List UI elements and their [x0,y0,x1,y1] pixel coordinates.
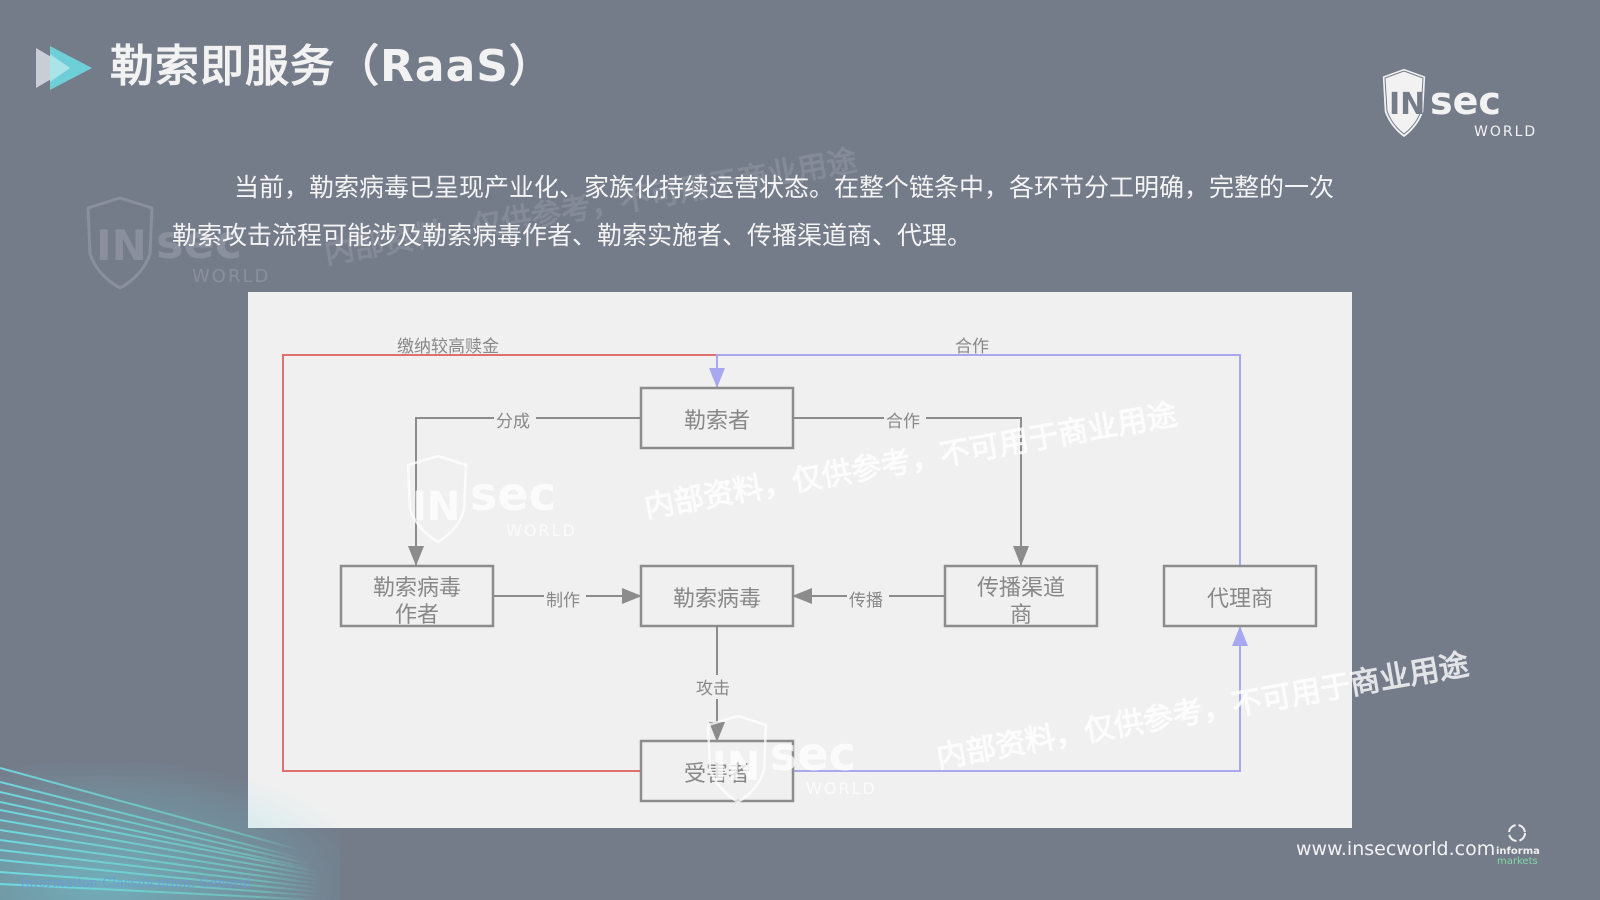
svg-text:勒索病毒: 勒索病毒 [373,576,461,601]
watermark-logo: IN sec WORLD [86,196,270,290]
paragraph-line-2: 勒索攻击流程可能涉及勒索病毒作者、勒索实施者、传播渠道商、代理。 [172,221,973,250]
paragraph-line-1: 当前，勒索病毒已呈现产业化、家族化持续运营状态。在整个链条中，各环节分工明确，完… [234,173,1335,202]
svg-text:IN: IN [96,221,147,270]
label-attack: 攻击 [696,679,730,699]
label-make: 制作 [546,591,580,611]
play-arrow-icon [36,46,92,90]
svg-text:sec: sec [470,467,556,521]
svg-text:传播渠道: 传播渠道 [977,576,1065,601]
node-agent: 代理商 [1162,564,1318,628]
svg-text:WORLD: WORLD [192,266,270,287]
diagram-canvas [248,292,1352,828]
svg-text:WORLD: WORLD [1474,124,1537,140]
label-share: 分成 [496,412,530,432]
label-pay-ransom: 缴纳较高赎金 [397,337,499,357]
node-distribution-channel: 传播渠道 商 [943,564,1099,628]
edge-cooperate-top [709,354,1241,565]
insec-world-logo: IN sec WORLD [1381,67,1537,140]
svg-text:商: 商 [1010,603,1032,628]
svg-text:WORLD: WORLD [506,521,577,540]
svg-text:sec: sec [1430,79,1501,123]
svg-text:作者: 作者 [395,603,439,628]
classification-label: Information Classification: General [20,876,252,891]
edge-victim-agent [793,626,1248,772]
node-ransomware: 勒索病毒 [639,564,795,628]
svg-text:IN: IN [1389,87,1425,122]
label-cooperate-mid: 合作 [886,412,920,432]
footer-url: www.insecworld.com [1296,838,1496,860]
informa-text: informa [1496,846,1540,857]
svg-text:勒索病毒: 勒索病毒 [673,587,761,612]
informa-markets-logo: informa markets [1496,822,1546,868]
informa-ring-icon [1508,824,1526,842]
svg-text:勒索者: 勒索者 [684,409,750,434]
svg-text:sec: sec [770,727,856,781]
intro-paragraph: 当前，勒索病毒已呈现产业化、家族化持续运营状态。在整个链条中，各环节分工明确，完… [172,164,1422,260]
edge-cooperate-mid [793,417,1029,566]
node-ransomware-author: 勒索病毒 作者 [339,564,495,628]
svg-text:IN: IN [712,744,760,790]
watermark-logo-diagram-2: IN sec WORLD [706,714,877,804]
slide-title: 勒索即服务（RaaS） [110,41,554,92]
edge-share [408,417,641,566]
label-cooperate-top: 合作 [955,337,989,357]
decorative-streaks [0,740,340,900]
markets-text: markets [1497,856,1538,867]
node-extortioner: 勒索者 [639,386,795,450]
svg-text:IN: IN [412,484,460,530]
svg-text:WORLD: WORLD [806,779,877,798]
svg-text:sec: sec [156,215,242,269]
svg-text:代理商: 代理商 [1207,587,1273,612]
watermark-logo-diagram-1: IN sec WORLD [406,454,577,544]
edge-pay-ransom [282,354,717,772]
label-spread: 传播 [849,591,883,611]
